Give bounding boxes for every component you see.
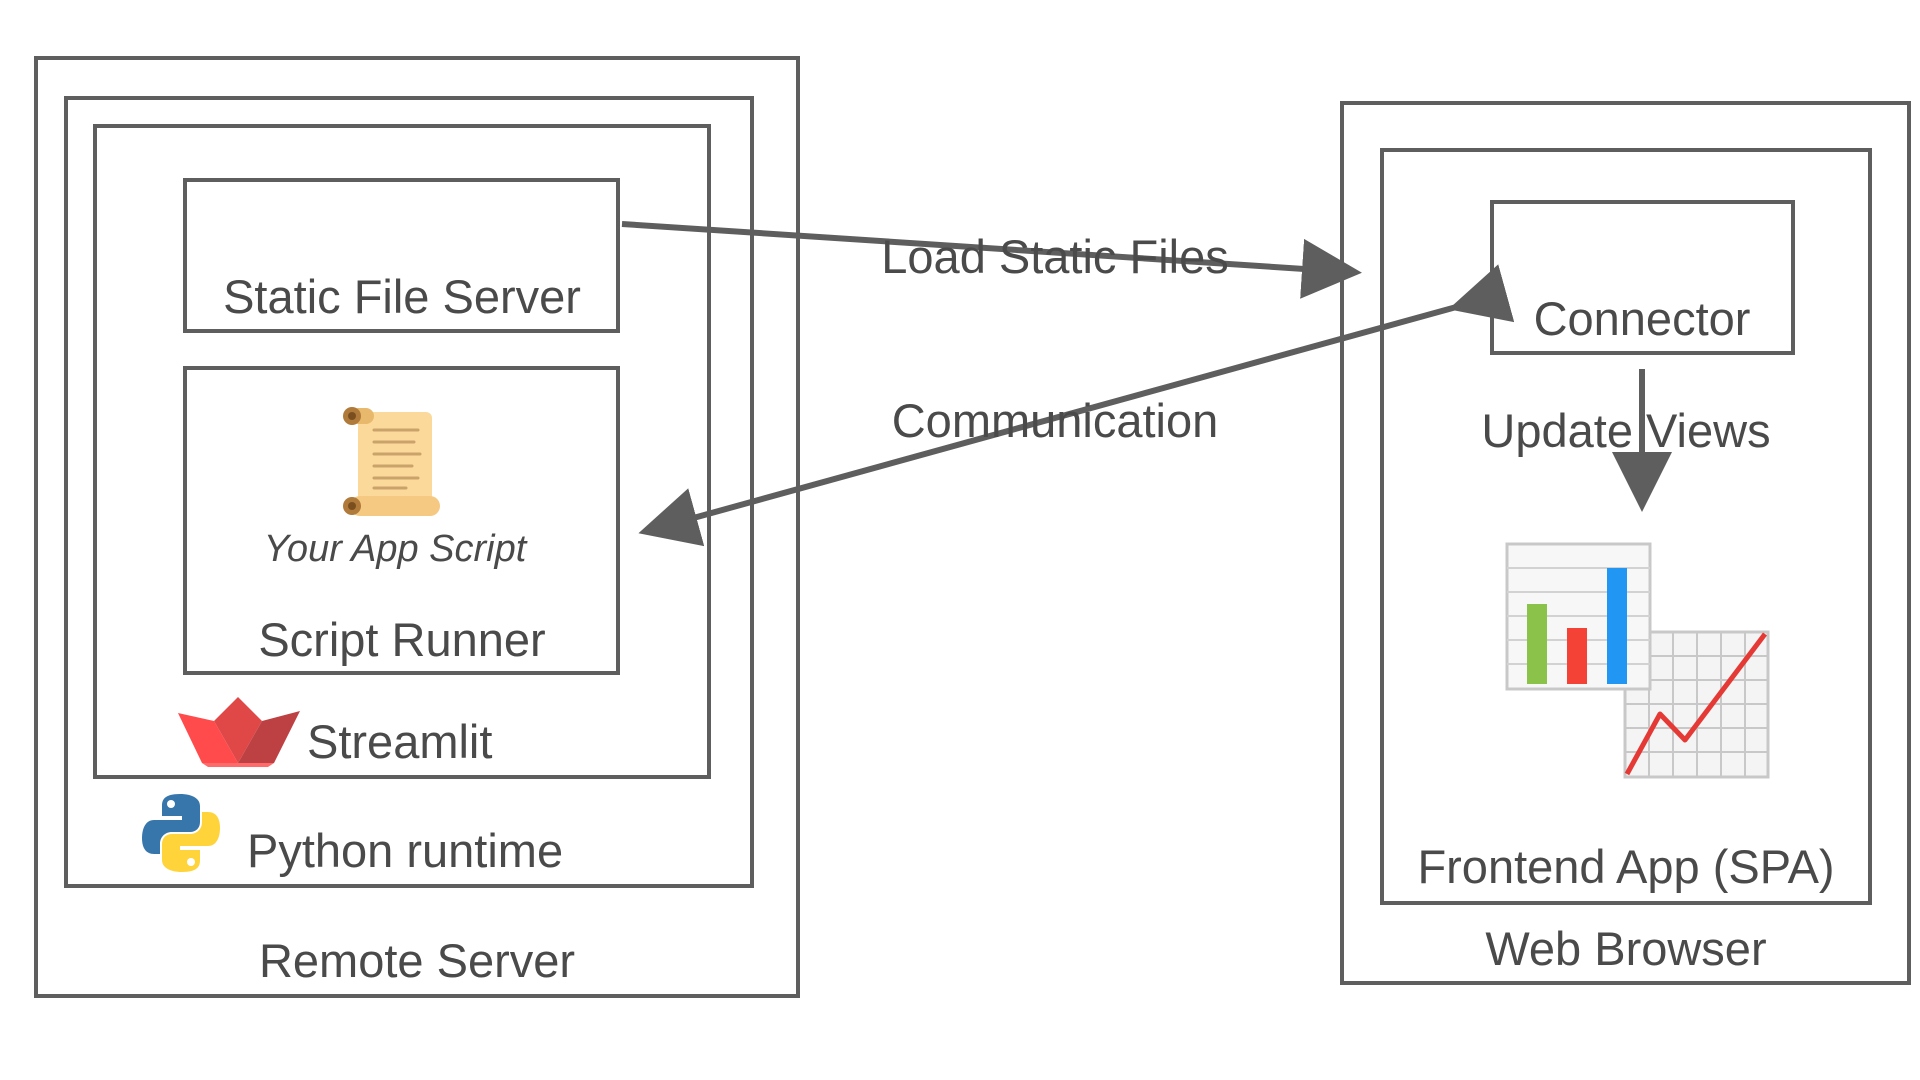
python-logo-icon (138, 790, 224, 876)
communication-label: Communication (891, 394, 1219, 447)
update-views-label: Update Views (1481, 404, 1771, 457)
script-runner-label: Script Runner (258, 613, 546, 666)
app-script-label: Your App Script (263, 528, 527, 570)
script-runner-box (183, 366, 620, 675)
scroll-icon (330, 404, 450, 520)
python-runtime-label: Python runtime (247, 824, 564, 877)
streamlit-logo-icon (178, 697, 300, 767)
static-file-server-label: Static File Server (223, 270, 581, 323)
charts-icon (1505, 542, 1770, 782)
frontend-app-label: Frontend App (SPA) (1417, 840, 1835, 893)
remote-server-label: Remote Server (258, 934, 576, 987)
static-file-server-box (183, 178, 620, 333)
web-browser-label: Web Browser (1485, 922, 1767, 975)
connector-label: Connector (1533, 292, 1751, 345)
load-static-files-label: Load Static Files (881, 230, 1229, 283)
streamlit-label: Streamlit (307, 715, 493, 768)
